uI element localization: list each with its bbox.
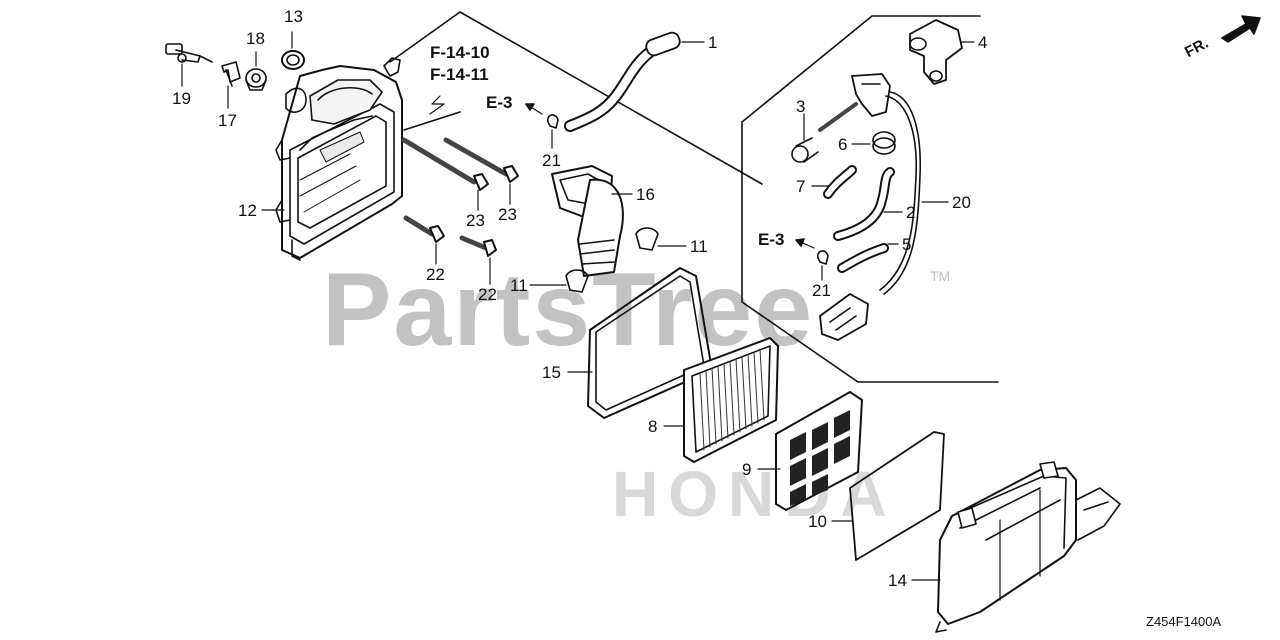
watermark-trademark: TM bbox=[930, 268, 951, 284]
callout-7: 7 bbox=[796, 177, 806, 196]
bolts-part bbox=[401, 137, 519, 257]
callout-8: 8 bbox=[648, 417, 658, 436]
ref-e3-left: E-3 bbox=[486, 93, 513, 112]
callout-21-left: 21 bbox=[542, 151, 561, 170]
leader-lines bbox=[181, 31, 975, 581]
air-cleaner-cover-part bbox=[935, 461, 1121, 633]
callout-16: 16 bbox=[636, 185, 655, 204]
callout-11-lower: 11 bbox=[510, 276, 528, 295]
callout-9: 9 bbox=[742, 460, 752, 479]
callout-23-left: 23 bbox=[466, 211, 485, 230]
callout-11-upper: 11 bbox=[690, 237, 708, 256]
callout-12: 12 bbox=[238, 201, 257, 220]
callout-13: 13 bbox=[284, 7, 303, 26]
air-cleaner-case-part bbox=[275, 57, 403, 261]
valve-part bbox=[791, 73, 891, 163]
band-clip-part bbox=[565, 227, 659, 293]
front-direction-arrow bbox=[1221, 15, 1261, 43]
cap-part bbox=[872, 131, 896, 155]
ref-e3-right: E-3 bbox=[758, 230, 785, 249]
elbow-duct-part bbox=[551, 165, 624, 277]
callout-20: 20 bbox=[952, 193, 971, 212]
air-filter-element-part bbox=[683, 337, 779, 463]
wire-harness-part bbox=[819, 91, 922, 341]
callout-22-right: 22 bbox=[478, 285, 497, 304]
callout-5: 5 bbox=[902, 235, 912, 254]
callout-14: 14 bbox=[888, 571, 907, 590]
callout-2: 2 bbox=[906, 203, 916, 222]
hose-set-part bbox=[823, 165, 895, 273]
callout-23-right: 23 bbox=[498, 205, 517, 224]
callout-21-right: 21 bbox=[812, 281, 831, 300]
clip-part bbox=[221, 61, 241, 87]
callout-4: 4 bbox=[978, 33, 988, 52]
group-frame-lines bbox=[389, 11, 999, 383]
callout-15: 15 bbox=[542, 363, 561, 382]
ref-f14-10: F-14-10 bbox=[430, 43, 490, 62]
callout-18: 18 bbox=[246, 29, 265, 48]
grommet-part bbox=[245, 68, 267, 91]
breather-tube-part bbox=[564, 31, 681, 132]
o-ring-part bbox=[281, 50, 305, 70]
ref-f14-11: F-14-11 bbox=[430, 65, 489, 84]
reference-arrows bbox=[525, 103, 815, 249]
callout-6: 6 bbox=[838, 135, 848, 154]
clamp-small-part bbox=[546, 114, 829, 265]
sheet-filter-part bbox=[849, 431, 945, 561]
sensor-part bbox=[165, 43, 213, 63]
callout-1: 1 bbox=[708, 33, 718, 52]
callout-10: 10 bbox=[808, 512, 827, 531]
elbow-joint-part bbox=[909, 19, 963, 85]
callout-22-left: 22 bbox=[426, 265, 445, 284]
diagram-code: Z454F1400A bbox=[1146, 614, 1222, 629]
callout-3: 3 bbox=[796, 97, 806, 116]
pre-filter-part bbox=[775, 391, 863, 511]
callout-19: 19 bbox=[172, 89, 191, 108]
callout-17: 17 bbox=[218, 111, 237, 130]
